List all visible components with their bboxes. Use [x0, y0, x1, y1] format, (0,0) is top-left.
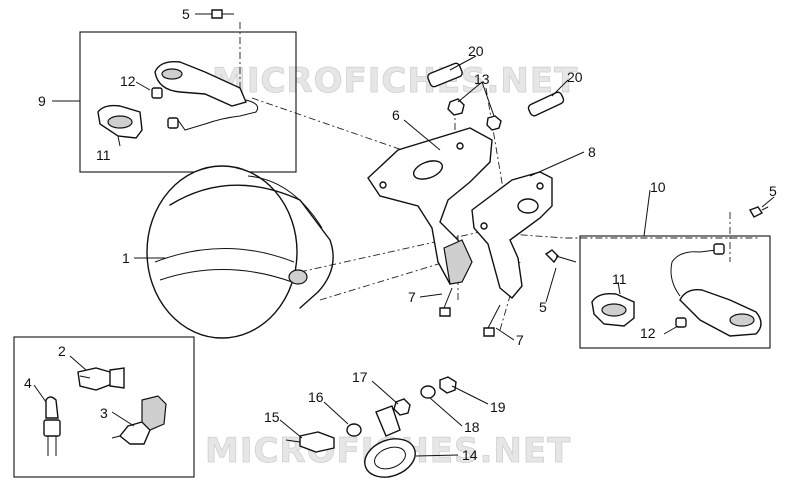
group-box-left-indicator	[79, 31, 297, 173]
horn-part-14	[364, 405, 416, 478]
callout-11-right: 11	[612, 271, 627, 287]
washer-part-16	[346, 423, 362, 437]
bulb-part-4	[43, 396, 61, 456]
screw-part-5	[211, 9, 769, 264]
callout-10: 10	[650, 179, 666, 195]
callout-18: 18	[464, 419, 480, 435]
callout-15: 15	[264, 409, 280, 425]
callout-9: 9	[38, 93, 46, 109]
callout-2: 2	[58, 343, 66, 359]
callout-1: 1	[122, 250, 130, 266]
washer-part-18	[420, 385, 436, 399]
rubber-pad-part-20	[427, 62, 565, 117]
callout-20-top: 20	[468, 43, 484, 59]
headlight-part-1	[146, 165, 334, 339]
callout-20-right: 20	[567, 69, 583, 85]
callout-5-middle: 5	[539, 299, 547, 315]
watermark-top: MICROFICHES.NET	[212, 61, 578, 101]
callout-5-top: 5	[182, 6, 190, 22]
callout-6: 6	[392, 107, 400, 123]
headlight-lens-band	[154, 248, 295, 263]
leader-lines	[33, 13, 775, 457]
group-box-bulbs	[13, 336, 195, 478]
bulb-part-3	[111, 395, 167, 445]
callout-8: 8	[588, 144, 596, 160]
callout-16: 16	[308, 389, 324, 405]
callout-4: 4	[24, 375, 32, 391]
callout-11-left: 11	[96, 147, 111, 163]
nut-part-19	[439, 376, 457, 394]
nut-part-17	[393, 398, 411, 416]
right-indicator-assembly	[591, 243, 762, 337]
callout-5-right: 5	[769, 183, 777, 199]
callout-14: 14	[462, 447, 478, 463]
nut-part-13	[447, 98, 502, 131]
callout-12-right: 12	[640, 325, 656, 341]
callout-7-left: 7	[408, 289, 416, 305]
callout-3: 3	[100, 405, 108, 421]
group-box-right-indicator	[579, 235, 771, 349]
callout-13: 13	[474, 71, 490, 87]
bulb-part-2	[77, 367, 125, 391]
screw-part-7	[439, 287, 501, 337]
callout-labels: 5 9 12 11 1 2 4 3 6 20 13 20 8 10 5 11 7…	[24, 6, 777, 463]
callout-17: 17	[352, 369, 368, 385]
callout-7-right: 7	[516, 332, 524, 348]
bracket-part-8	[471, 171, 553, 299]
callout-19: 19	[490, 399, 506, 415]
right-indicator-housing	[679, 289, 762, 337]
callout-12-left: 12	[120, 73, 136, 89]
bracket-part-6	[367, 127, 493, 285]
sensor-part-15	[285, 431, 335, 453]
left-indicator-assembly	[97, 61, 259, 139]
headlight-lens	[146, 165, 298, 339]
